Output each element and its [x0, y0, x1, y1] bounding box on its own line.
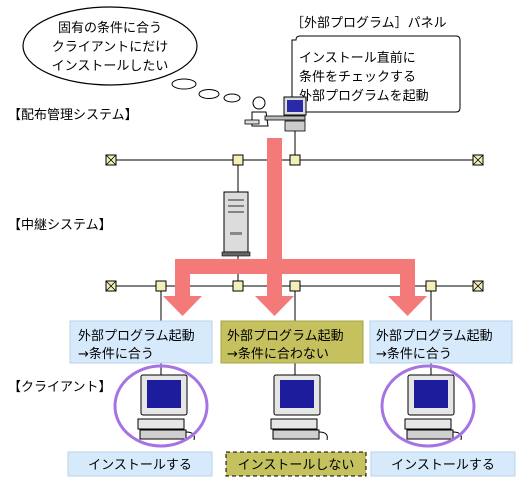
client-3-status-box	[369, 320, 513, 364]
client-2-result-box	[225, 451, 367, 477]
panel-line-2: 条件をチェックする	[299, 69, 416, 85]
client-3-line-1: 外部プログラム起動	[376, 329, 493, 344]
label-client: 【クライアント】	[8, 380, 111, 395]
client-3: 外部プログラム起動 →条件に合う インストールする	[369, 320, 516, 477]
client-1-result-box	[67, 451, 213, 477]
administrator-icon	[244, 96, 307, 132]
label-distribution-system: 【配布管理システム】	[8, 108, 138, 123]
client-3-computer-icon	[404, 374, 462, 441]
thought-line-2: クライアントにだけ	[52, 40, 168, 55]
distribution-arrows	[163, 138, 427, 316]
client-2-computer-icon	[270, 374, 328, 441]
top-network-line	[105, 131, 484, 192]
panel-title: ［外部プログラム］パネル	[291, 16, 447, 31]
client-1-line-1: 外部プログラム起動	[78, 329, 195, 344]
client-1-line-2: →条件に合う	[78, 346, 154, 362]
client-2-result: インストールしない	[238, 458, 355, 473]
client-3-highlight-ring	[380, 364, 476, 448]
client-3-line-2: →条件に合う	[376, 346, 452, 362]
thought-line-3: インストールしたい	[52, 59, 169, 74]
client-1-computer-icon	[137, 374, 195, 441]
thought-bubble: 固有の条件に合う クライアントにだけ インストールしたい	[22, 6, 241, 103]
client-2: 外部プログラム起動 →条件に合わない インストールしない	[220, 320, 367, 477]
bottom-network-line	[105, 280, 484, 385]
client-3-result-box	[370, 451, 516, 477]
client-1-highlight-ring	[113, 364, 209, 448]
panel-line-1: インストール直前に	[299, 50, 416, 66]
client-1: 外部プログラム起動 →条件に合う インストールする	[67, 320, 213, 477]
client-2-line-2: →条件に合わない	[227, 346, 329, 362]
panel-callout: インストール直前に 条件をチェックする 外部プログラムを起動	[291, 35, 461, 113]
label-relay-system: 【中継システム】	[8, 218, 112, 233]
panel-line-3: 外部プログラムを起動	[299, 89, 429, 104]
client-2-status-box	[220, 320, 364, 364]
client-2-line-1: 外部プログラム起動	[227, 329, 344, 344]
relay-server-icon	[221, 191, 251, 286]
client-1-result: インストールする	[88, 458, 192, 473]
client-1-status-box	[69, 320, 213, 364]
thought-line-1: 固有の条件に合う	[58, 20, 162, 36]
client-3-result: インストールする	[391, 458, 495, 473]
